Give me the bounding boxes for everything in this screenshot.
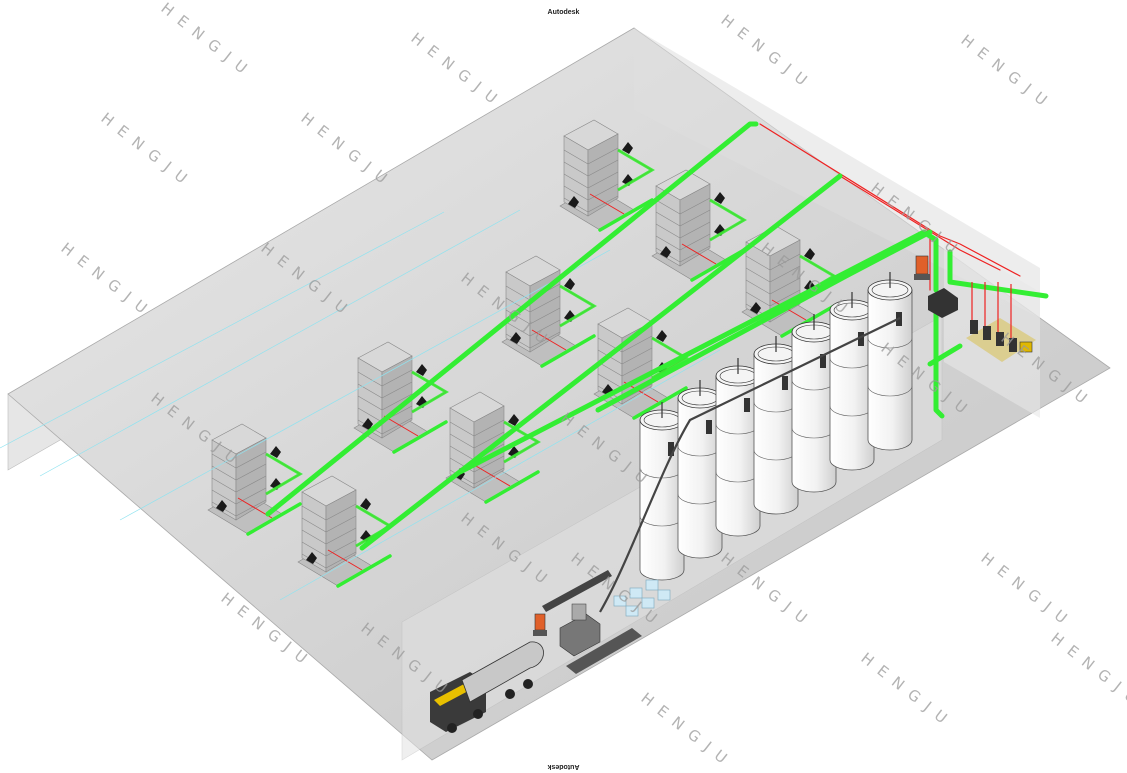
watermark-text: HENGJU xyxy=(858,649,958,733)
storage-silo xyxy=(715,358,761,537)
storage-silo xyxy=(677,380,723,559)
footer-label: Autodesk xyxy=(547,763,580,770)
robot-arm-icon xyxy=(306,498,371,564)
pump-station xyxy=(966,282,1036,362)
silo-valve-icon xyxy=(858,332,864,346)
robot-arm-icon xyxy=(568,142,633,208)
watermark-text: HENGJU xyxy=(978,549,1078,633)
watermark-text: HENGJU xyxy=(298,109,398,193)
robot-arm-icon xyxy=(216,446,281,512)
watermark-text: HENGJU xyxy=(638,689,738,773)
silo-valve-icon xyxy=(706,420,712,434)
feed-conveyor xyxy=(599,317,901,613)
bulk-tanker-truck xyxy=(430,641,544,733)
storage-silo xyxy=(753,336,799,515)
storage-silo xyxy=(829,292,875,471)
robot-arm-icon xyxy=(510,278,575,344)
silo-row xyxy=(639,272,913,581)
silo-valve-icon xyxy=(668,442,674,456)
injection-molding-machine xyxy=(559,119,655,231)
robot-arm-icon xyxy=(660,192,725,258)
molding-machines xyxy=(207,119,837,587)
watermark-text: HENGJU xyxy=(58,239,158,323)
control-cabinet-main xyxy=(914,255,958,318)
robot-arm-icon xyxy=(750,248,815,314)
storage-silo xyxy=(867,272,913,451)
watermark-text: HENGJU xyxy=(408,29,508,113)
robot-arm-icon xyxy=(362,364,427,430)
watermark-text: HENGJU xyxy=(718,11,818,95)
control-cabinet-loading xyxy=(533,613,547,636)
vacuum-pump-icon xyxy=(971,282,1012,338)
injection-molding-machine xyxy=(651,169,747,281)
storage-silo xyxy=(791,314,837,493)
watermark-text: HENGJU xyxy=(1048,629,1127,713)
diagram-title: Autodesk xyxy=(547,9,580,16)
silo-valve-icon xyxy=(744,398,750,412)
silo-valve-icon xyxy=(820,354,826,368)
watermark-text: HENGJU xyxy=(158,0,258,83)
loading-equipment xyxy=(542,317,901,674)
robot-arm-icon xyxy=(602,330,667,396)
partition-wall xyxy=(944,236,1040,418)
watermark-text: HENGJU xyxy=(958,31,1058,115)
watermark-text: HENGJU xyxy=(98,109,198,193)
pipe-network xyxy=(0,121,1049,601)
silo-valve-icon xyxy=(782,376,788,390)
injection-molding-machine xyxy=(207,423,303,535)
